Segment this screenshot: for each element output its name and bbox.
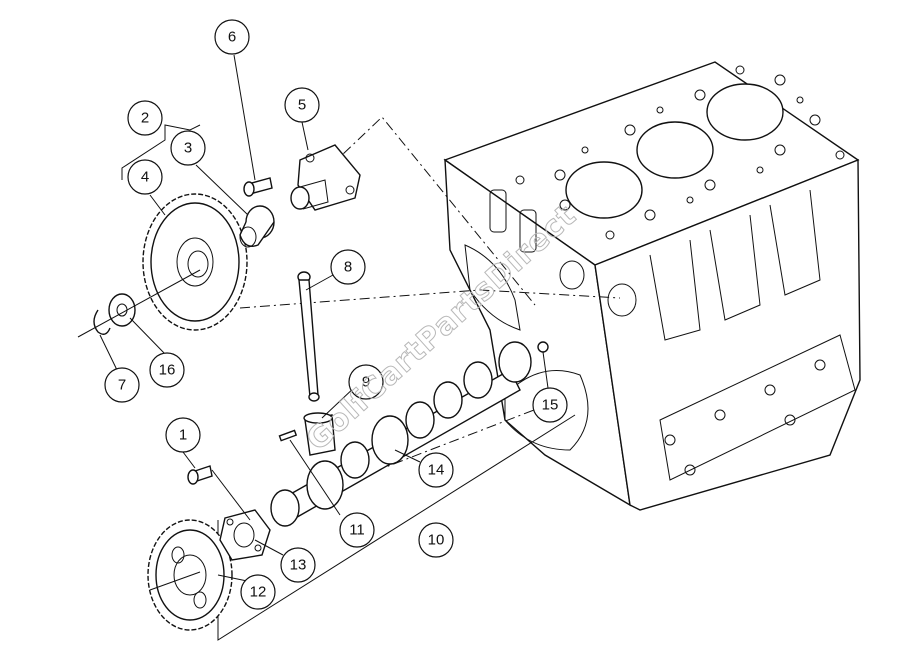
engine-block <box>443 61 861 511</box>
callout-10-label: 10 <box>428 532 445 549</box>
cam-lobe-1 <box>340 441 370 479</box>
front-slot-2 <box>519 209 537 253</box>
side-ribs <box>649 189 821 341</box>
bolt-1-path <box>211 469 251 521</box>
snap-ring-7 <box>93 309 111 335</box>
callout-3: 3 <box>170 130 206 166</box>
callout-14: 14 <box>418 452 454 488</box>
callout-14-label: 14 <box>428 462 445 479</box>
callout-16: 16 <box>149 352 185 388</box>
idler-axis <box>77 269 201 338</box>
callout-13: 13 <box>280 547 316 583</box>
callout-9: 9 <box>348 364 384 400</box>
callout-15: 15 <box>532 387 568 423</box>
callout-4: 4 <box>127 159 163 195</box>
callout-4-label: 4 <box>141 169 149 186</box>
front-slot-1 <box>489 189 507 233</box>
callout-12: 12 <box>240 574 276 610</box>
camshaft-bore <box>607 283 637 317</box>
callout-3-label: 3 <box>184 140 192 157</box>
cylinder-bore-3 <box>706 83 784 141</box>
callout-1-label: 1 <box>179 427 187 444</box>
thrust-plate-13 <box>219 509 271 561</box>
callout-10: 10 <box>418 522 454 558</box>
pan-flange <box>659 334 856 481</box>
idler-bushing-3 <box>239 205 275 248</box>
cam-lobe-2 <box>405 401 435 439</box>
bolt-6 <box>243 177 273 197</box>
push-rod-8 <box>297 271 320 402</box>
callout-5: 5 <box>284 87 320 123</box>
thrust-washer-16 <box>108 293 136 327</box>
pan-bolts <box>664 359 826 476</box>
front-recess <box>464 244 521 331</box>
callout-13-label: 13 <box>290 557 307 574</box>
callout-9-label: 9 <box>362 374 370 391</box>
cam-lobe-3 <box>433 381 463 419</box>
callout-12-label: 12 <box>250 584 267 601</box>
callout-5-label: 5 <box>298 97 306 114</box>
o-ring-15 <box>537 341 549 353</box>
front-lower-recess <box>504 370 589 451</box>
gear-axis-dash <box>239 289 621 309</box>
deck-holes <box>515 65 845 240</box>
cam-gear-axis <box>149 571 201 591</box>
callout-2: 2 <box>127 100 163 136</box>
callout-1: 1 <box>165 417 201 453</box>
cam-gear-12 <box>147 519 233 631</box>
bolt-1 <box>187 465 213 485</box>
block-right-side <box>594 158 861 511</box>
callout-2-label: 2 <box>141 110 149 127</box>
callout-7-label: 7 <box>118 377 126 394</box>
cam-journal-1 <box>306 460 344 510</box>
key-11 <box>278 429 298 442</box>
callout-8-label: 8 <box>344 259 352 276</box>
cam-front-journal <box>270 489 300 527</box>
idler-shaft-5 <box>290 144 361 211</box>
idler-dash-leader <box>299 116 536 306</box>
camshaft-14 <box>270 341 532 527</box>
callout-15-label: 15 <box>542 397 559 414</box>
idler-gear-4 <box>142 193 248 331</box>
cam-rear-journal <box>498 341 532 383</box>
front-boss <box>559 260 585 290</box>
bracket-2 <box>121 124 201 180</box>
callout-8: 8 <box>330 249 366 285</box>
cylinder-bore-1 <box>565 161 643 219</box>
callout-leaders <box>99 54 549 583</box>
callout-6-label: 6 <box>228 29 236 46</box>
cylinder-bore-2 <box>636 121 714 179</box>
callout-16-label: 16 <box>159 362 176 379</box>
callout-11-label: 11 <box>349 522 365 539</box>
callout-7: 7 <box>104 367 140 403</box>
cam-lobe-4 <box>463 361 493 399</box>
cam-journal-2 <box>371 415 409 465</box>
callout-11: 11 <box>339 512 375 548</box>
callout-6: 6 <box>214 19 250 55</box>
